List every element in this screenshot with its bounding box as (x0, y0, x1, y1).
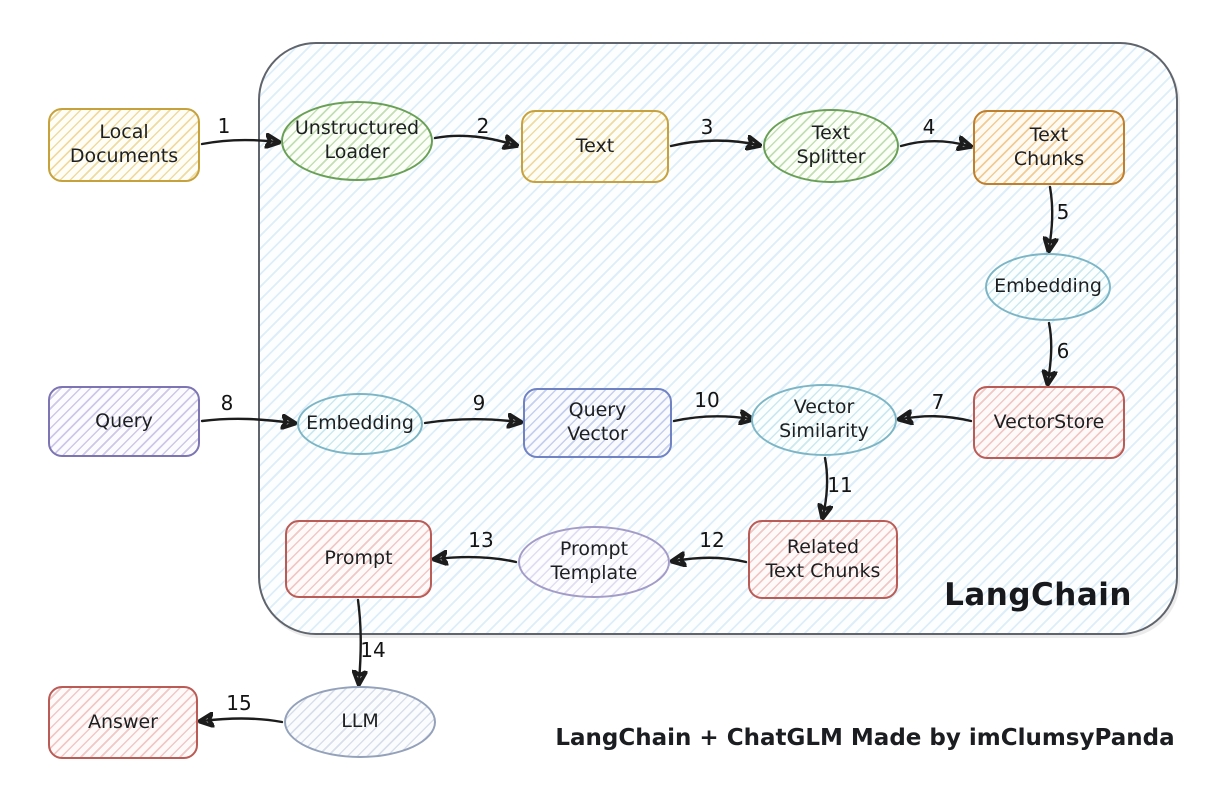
edge-label-14: 14 (360, 638, 386, 662)
arrow-15 (202, 719, 284, 723)
node-text-chunks-label: Text Chunks (1013, 123, 1085, 170)
edge-label-1: 1 (217, 114, 231, 138)
arrow-7 (901, 416, 973, 421)
edge-label-6: 6 (1056, 339, 1070, 363)
edge-label-3: 3 (700, 115, 714, 139)
arrow-11 (823, 456, 827, 516)
diagram-caption: LangChain + ChatGLM Made by imClumsyPand… (555, 725, 1175, 751)
node-embedding-query-label: Embedding (306, 412, 414, 435)
node-unstructured-loader-label: Unstructured Loader (294, 117, 420, 163)
node-text-splitter-label: Text Splitter (796, 122, 866, 168)
node-query: Query (48, 386, 200, 457)
edge-label-11: 11 (827, 473, 853, 497)
node-related-text-chunks-label: Related Text Chunks (765, 535, 881, 582)
edge-label-13: 13 (468, 528, 494, 552)
node-vector-similarity: Vector Similarity (751, 384, 897, 456)
edge-label-8: 8 (220, 391, 234, 415)
arrow-12 (674, 558, 748, 562)
arrow-4 (899, 141, 969, 146)
node-llm-label: LLM (341, 710, 379, 733)
arrow-8 (200, 419, 293, 423)
edge-label-15: 15 (226, 691, 252, 715)
node-vectorstore: VectorStore (973, 386, 1125, 459)
node-llm: LLM (284, 686, 436, 758)
node-prompt-label: Prompt (324, 547, 393, 570)
edge-label-4: 4 (922, 115, 936, 139)
node-query-label: Query (95, 409, 153, 432)
node-prompt-template-label: Prompt Template (550, 538, 638, 584)
node-text: Text (521, 110, 669, 183)
node-local-documents-label: Local Documents (69, 121, 179, 167)
node-answer: Answer (48, 686, 198, 759)
node-unstructured-loader: Unstructured Loader (281, 101, 433, 181)
arrow-3 (669, 141, 758, 146)
arrow-6 (1048, 321, 1051, 382)
node-local-documents: Local Documents (48, 108, 200, 182)
arrow-10 (672, 416, 751, 421)
node-prompt-template: Prompt Template (518, 526, 670, 598)
langchain-container-label: LangChain (944, 577, 1132, 613)
node-query-vector: Query Vector (523, 388, 672, 458)
node-vectorstore-label: VectorStore (993, 410, 1105, 433)
node-vector-similarity-label: Vector Similarity (779, 396, 869, 442)
arrow-5 (1049, 185, 1052, 249)
edge-label-9: 9 (472, 391, 486, 415)
edge-label-10: 10 (694, 388, 720, 412)
node-query-vector-label: Query Vector (567, 399, 628, 445)
node-answer-label: Answer (88, 710, 158, 733)
node-prompt: Prompt (285, 520, 432, 598)
arrow-13 (436, 557, 518, 562)
node-text-chunks: Text Chunks (973, 110, 1125, 185)
node-text-splitter: Text Splitter (763, 109, 899, 183)
edge-label-2: 2 (476, 114, 490, 138)
edge-label-5: 5 (1056, 200, 1070, 224)
arrow-14 (358, 598, 361, 682)
edge-label-12: 12 (699, 528, 725, 552)
arrow-2 (433, 136, 515, 145)
arrow-1 (200, 140, 277, 144)
node-embedding-store-label: Embedding (994, 275, 1102, 298)
node-text-label: Text (575, 134, 615, 157)
arrow-9 (423, 419, 519, 423)
node-related-text-chunks: Related Text Chunks (748, 520, 898, 599)
node-embedding-query: Embedding (297, 393, 423, 455)
node-embedding-store: Embedding (985, 253, 1111, 321)
edge-label-7: 7 (931, 390, 945, 414)
